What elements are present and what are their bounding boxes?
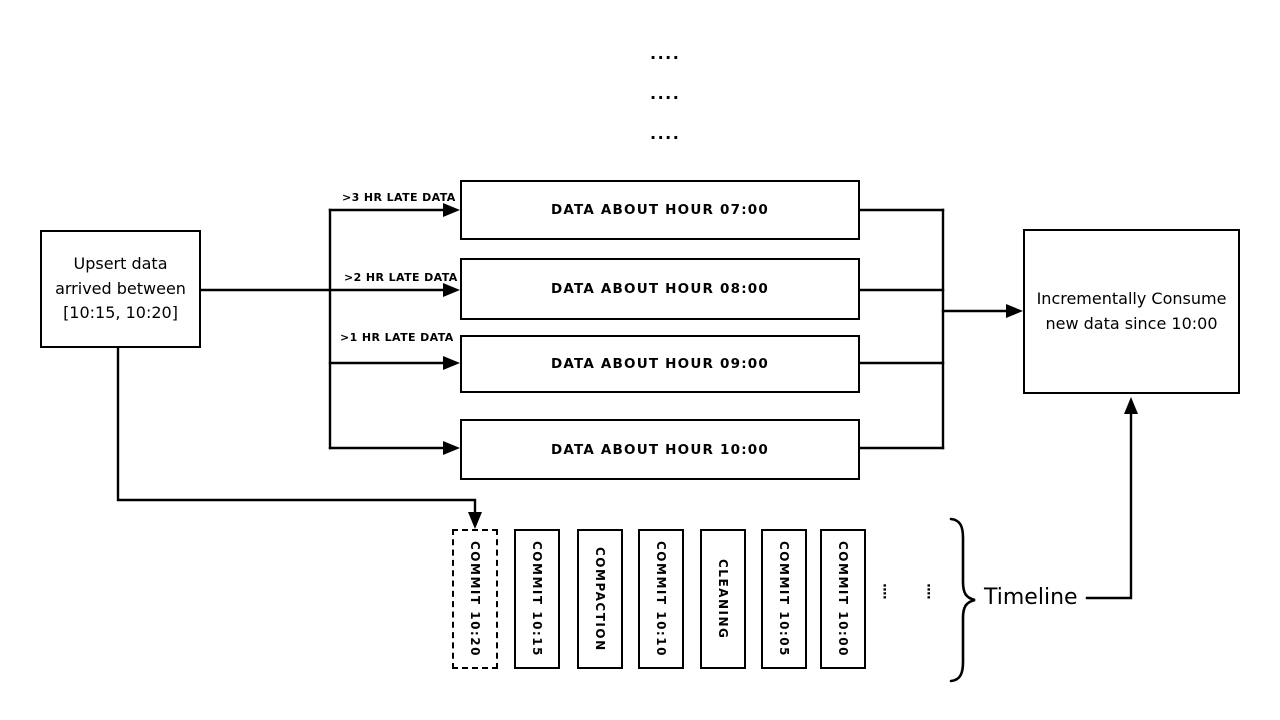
hour-box-0900: DATA ABOUT HOUR 09:00 <box>460 335 860 393</box>
hour-box-1000: DATA ABOUT HOUR 10:00 <box>460 419 860 480</box>
late-data-arrow-1hr <box>328 356 460 370</box>
timeline-label: Timeline <box>984 585 1078 610</box>
timeline-event-commit-1005-label: COMMIT 10:05 <box>777 541 791 657</box>
hour-box-1000-label: DATA ABOUT HOUR 10:00 <box>550 441 769 458</box>
top-ellipsis-row-1: .... <box>650 44 681 63</box>
timeline-event-cleaning: CLEANING <box>700 529 746 669</box>
late-data-label-2hr: >2 HR LATE DATA <box>344 271 458 284</box>
upsert-box: Upsert data arrived between [10:15, 10:2… <box>40 230 201 348</box>
timeline-event-commit-1015: COMMIT 10:15 <box>514 529 560 669</box>
hour-box-0700: DATA ABOUT HOUR 07:00 <box>460 180 860 240</box>
top-ellipsis-row-2: .... <box>650 84 681 103</box>
upsert-to-commit-arrow <box>116 346 482 529</box>
hour-box-0800: DATA ABOUT HOUR 08:00 <box>460 258 860 320</box>
timeline-event-commit-1010: COMMIT 10:10 <box>638 529 684 669</box>
timeline-event-commit-1020-label: COMMIT 10:20 <box>468 541 482 657</box>
timeline-ellipsis-2: ···· <box>920 583 935 599</box>
timeline-event-commit-1010-label: COMMIT 10:10 <box>654 541 668 657</box>
timeline-ellipsis-1: ···· <box>876 583 891 599</box>
late-data-label-1hr: >1 HR LATE DATA <box>340 331 454 344</box>
timeline-to-consume-arrow <box>1085 397 1138 600</box>
upsert-box-line-3: [10:15, 10:20] <box>63 303 178 323</box>
incremental-consume-line-2: new data since 10:00 <box>1045 313 1218 333</box>
timeline-event-commit-1000: COMMIT 10:00 <box>820 529 866 669</box>
timeline-event-cleaning-label: CLEANING <box>716 558 730 640</box>
incremental-consume-box: Incrementally Consume new data since 10:… <box>1023 229 1240 394</box>
hour-boxes-merge-lines <box>858 208 945 450</box>
hour-box-0900-label: DATA ABOUT HOUR 09:00 <box>550 356 769 372</box>
incremental-consume-line-1: Incrementally Consume <box>1036 288 1227 308</box>
late-data-arrow-3hr <box>328 203 460 217</box>
late-data-arrow-current <box>328 441 460 455</box>
hour-box-0700-label: DATA ABOUT HOUR 07:00 <box>550 202 769 218</box>
top-ellipsis-row-3: .... <box>650 124 681 143</box>
timeline-event-compaction: COMPACTION <box>577 529 623 669</box>
hour-box-0800-label: DATA ABOUT HOUR 08:00 <box>550 281 769 297</box>
timeline-event-commit-1000-label: COMMIT 10:00 <box>836 541 850 657</box>
incremental-consume-text: Incrementally Consume new data since 10:… <box>1037 287 1227 337</box>
timeline-brace <box>949 517 976 683</box>
upsert-box-line-2: arrived between <box>55 278 186 298</box>
merge-to-consume-arrow <box>941 304 1023 318</box>
timeline-event-commit-1020: COMMIT 10:20 <box>452 529 498 669</box>
late-data-label-3hr: >3 HR LATE DATA <box>342 191 456 204</box>
timeline-event-compaction-label: COMPACTION <box>593 546 607 652</box>
timeline-event-commit-1005: COMMIT 10:05 <box>761 529 807 669</box>
timeline-event-commit-1015-label: COMMIT 10:15 <box>530 541 544 657</box>
upsert-box-line-1: Upsert data <box>73 253 168 273</box>
late-data-arrow-2hr <box>328 283 460 297</box>
upsert-box-text: Upsert data arrived between [10:15, 10:2… <box>55 252 186 326</box>
